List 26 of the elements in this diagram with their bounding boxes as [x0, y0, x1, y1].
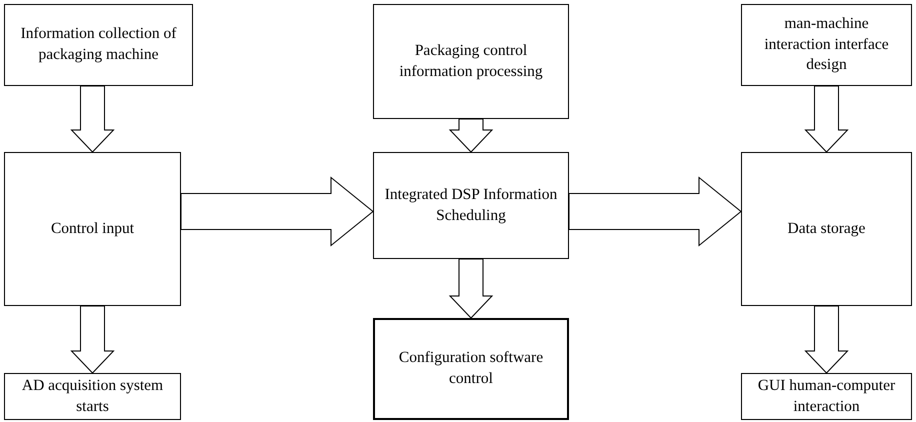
box-label: Packaging control information processing [398, 40, 544, 82]
process-box [4, 152, 181, 306]
process-box [373, 4, 569, 119]
box-label: Integrated DSP Information Scheduling [384, 184, 558, 226]
block-arrow [568, 176, 742, 247]
block-arrow [448, 118, 494, 153]
block-arrow [70, 86, 115, 153]
process-box [741, 373, 912, 420]
block-arrow [448, 258, 494, 319]
process-box [4, 4, 193, 86]
box-label: Data storage [788, 218, 866, 239]
process-box [373, 318, 569, 420]
block-arrow [804, 306, 849, 374]
box-label: Control input [50, 218, 134, 239]
process-box [741, 4, 912, 86]
box-label: AD acquisition system starts [20, 376, 164, 416]
process-box [4, 373, 181, 420]
block-arrow [180, 176, 374, 247]
box-label: man-machine interaction interface design [763, 14, 890, 76]
box-label: Configuration software control [398, 348, 544, 389]
process-box [373, 152, 569, 259]
process-box [741, 152, 912, 306]
box-label: Information collection of packaging machine [20, 24, 178, 65]
box-label: GUI human-computer interaction [756, 376, 896, 416]
block-arrow [804, 86, 849, 153]
block-arrow [70, 306, 115, 374]
